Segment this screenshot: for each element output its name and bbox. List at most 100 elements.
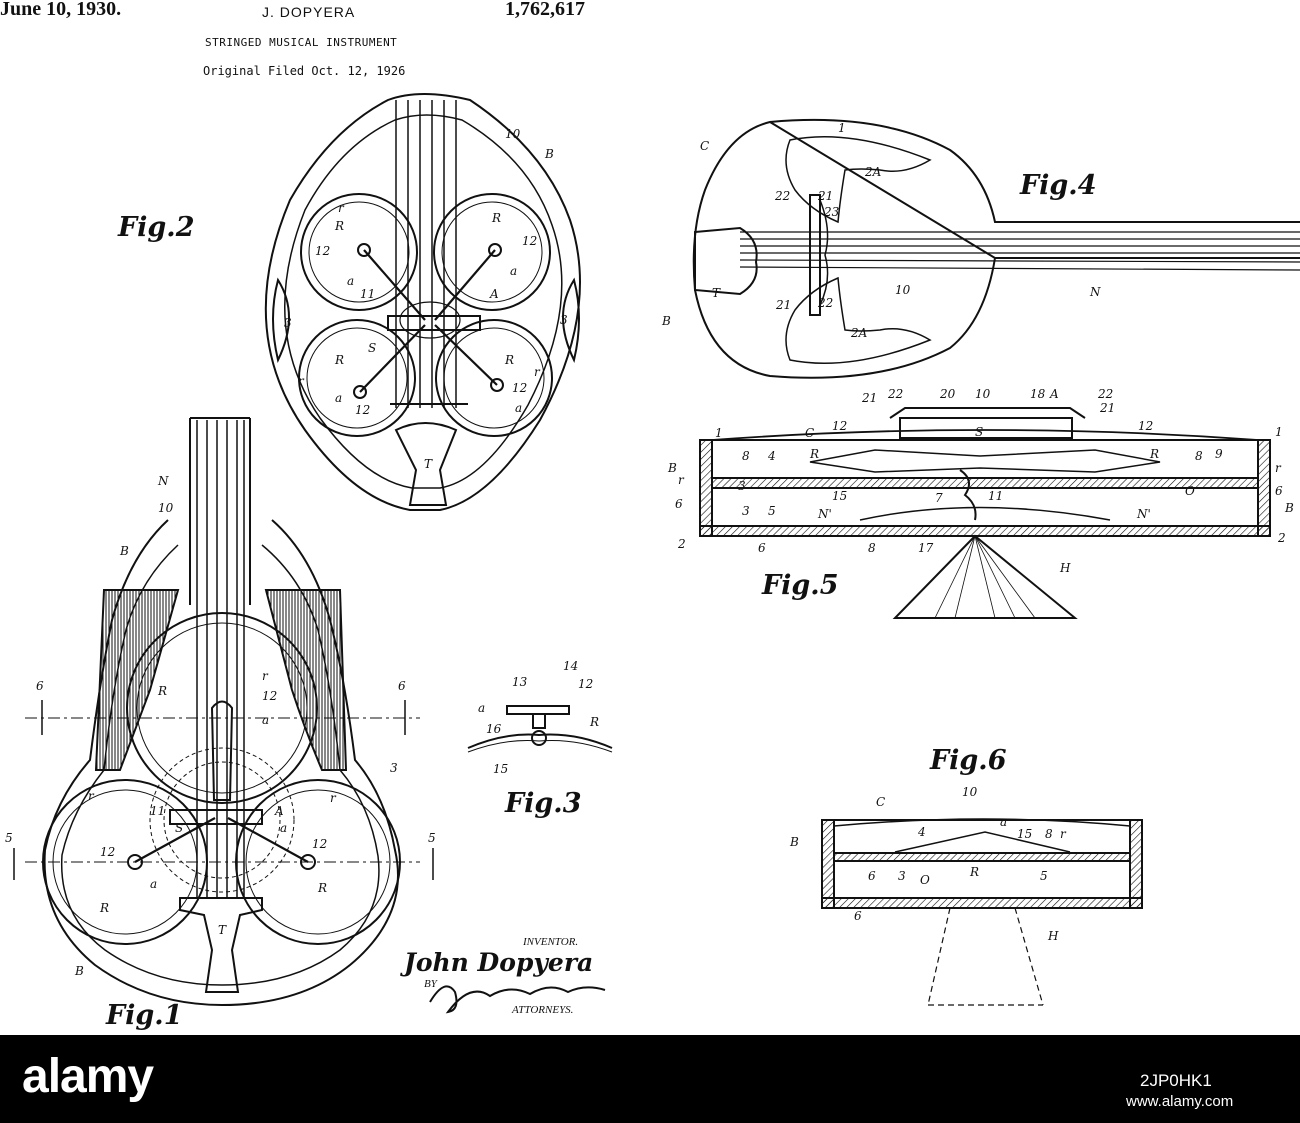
- svg-text:6: 6: [854, 909, 862, 923]
- svg-text:17: 17: [918, 541, 934, 555]
- svg-text:R: R: [809, 447, 819, 461]
- svg-text:4: 4: [917, 825, 926, 839]
- svg-text:12: 12: [312, 837, 327, 851]
- svg-text:R: R: [491, 211, 501, 225]
- svg-text:10: 10: [895, 283, 911, 297]
- svg-text:10: 10: [158, 501, 174, 515]
- svg-text:5: 5: [5, 831, 13, 845]
- fig4-reference-numbers: 1 C 2A 22 21 23 T 10 N 21 22 B 2A: [661, 121, 1101, 340]
- patent-sheet: June 10, 1930. J. DOPYERA 1,762,617 STRI…: [0, 0, 1300, 1035]
- svg-text:a: a: [347, 274, 354, 288]
- fig2-label: Fig.2: [118, 212, 195, 243]
- svg-text:6: 6: [758, 541, 766, 555]
- fig1-label: Fig.1: [106, 1000, 183, 1031]
- svg-text:B: B: [789, 835, 799, 849]
- svg-text:16: 16: [486, 722, 502, 736]
- svg-text:1: 1: [715, 426, 723, 440]
- svg-text:2A: 2A: [864, 165, 882, 179]
- svg-text:H: H: [1059, 561, 1071, 575]
- fig2-drawing: [266, 94, 580, 510]
- svg-text:r: r: [338, 201, 345, 215]
- svg-text:21: 21: [775, 298, 791, 312]
- svg-text:B: B: [661, 314, 671, 328]
- svg-text:11: 11: [988, 489, 1003, 503]
- fig4-drawing: [694, 120, 1300, 378]
- svg-text:5: 5: [1040, 869, 1048, 883]
- svg-text:23: 23: [823, 205, 840, 219]
- fig1-drawing: [14, 418, 433, 1005]
- svg-text:12: 12: [832, 419, 847, 433]
- svg-text:R: R: [157, 684, 167, 698]
- svg-text:A: A: [274, 804, 284, 818]
- svg-text:6: 6: [1275, 484, 1283, 498]
- svg-text:a: a: [478, 701, 485, 715]
- svg-text:5: 5: [428, 831, 436, 845]
- svg-text:A: A: [489, 287, 499, 301]
- svg-text:B: B: [74, 964, 84, 978]
- svg-text:T: T: [712, 286, 721, 300]
- svg-text:r: r: [1060, 827, 1067, 841]
- svg-text:T: T: [218, 923, 227, 937]
- fig6-drawing: [822, 819, 1142, 1005]
- svg-text:8: 8: [742, 449, 750, 463]
- svg-text:15: 15: [493, 762, 508, 776]
- svg-text:6: 6: [675, 497, 683, 511]
- svg-text:S: S: [368, 341, 376, 355]
- svg-text:12: 12: [578, 677, 593, 691]
- svg-text:15: 15: [1017, 827, 1032, 841]
- svg-text:r: r: [678, 473, 685, 487]
- svg-text:3: 3: [898, 869, 906, 883]
- svg-text:11: 11: [360, 287, 375, 301]
- svg-text:a: a: [335, 391, 342, 405]
- svg-text:5: 5: [768, 504, 776, 518]
- svg-text:12: 12: [262, 689, 277, 703]
- fig3-reference-numbers: 14 13 12 a R 16 15: [478, 659, 599, 776]
- svg-text:O: O: [1185, 484, 1195, 498]
- svg-text:S: S: [975, 425, 983, 439]
- svg-text:N: N: [1089, 285, 1101, 299]
- svg-text:R: R: [969, 865, 979, 879]
- svg-text:12: 12: [512, 381, 527, 395]
- svg-text:12: 12: [355, 403, 370, 417]
- svg-text:22: 22: [774, 189, 790, 203]
- svg-text:2: 2: [677, 537, 686, 551]
- svg-text:12: 12: [315, 244, 330, 258]
- svg-text:12: 12: [1138, 419, 1153, 433]
- alamy-logo: alamy: [22, 1049, 153, 1104]
- svg-text:4: 4: [767, 449, 776, 463]
- svg-text:N': N': [817, 507, 832, 521]
- svg-text:20: 20: [939, 387, 956, 401]
- svg-text:3: 3: [390, 761, 398, 775]
- fig3-label: Fig.3: [505, 788, 582, 819]
- svg-text:a: a: [1000, 815, 1007, 829]
- svg-text:R: R: [589, 715, 599, 729]
- svg-text:H: H: [1047, 929, 1059, 943]
- svg-text:a: a: [515, 401, 522, 415]
- svg-text:C: C: [876, 795, 885, 809]
- svg-text:3: 3: [742, 504, 750, 518]
- svg-text:a: a: [280, 821, 287, 835]
- svg-text:14: 14: [563, 659, 578, 673]
- source-url: www.alamy.com: [1126, 1093, 1233, 1110]
- attorneys-label: ATTORNEYS.: [512, 1004, 573, 1016]
- svg-text:6: 6: [398, 679, 406, 693]
- svg-text:r: r: [1275, 461, 1282, 475]
- svg-text:N: N: [157, 474, 169, 488]
- svg-text:21: 21: [861, 391, 877, 405]
- svg-text:R: R: [504, 353, 514, 367]
- svg-text:6: 6: [36, 679, 44, 693]
- svg-text:C: C: [805, 426, 814, 440]
- svg-text:22: 22: [817, 296, 833, 310]
- svg-text:8: 8: [868, 541, 876, 555]
- svg-text:R: R: [1149, 447, 1159, 461]
- svg-text:2A: 2A: [850, 326, 868, 340]
- svg-text:11: 11: [150, 804, 165, 818]
- svg-text:6: 6: [868, 869, 876, 883]
- svg-text:a: a: [262, 713, 269, 727]
- svg-text:O: O: [920, 873, 930, 887]
- svg-text:7: 7: [935, 491, 943, 505]
- svg-text:1: 1: [1275, 425, 1283, 439]
- signature-block: INVENTOR. John Dopyera BY ATTORNEYS.: [400, 932, 620, 1032]
- svg-text:N': N': [1136, 507, 1151, 521]
- svg-text:C: C: [700, 139, 709, 153]
